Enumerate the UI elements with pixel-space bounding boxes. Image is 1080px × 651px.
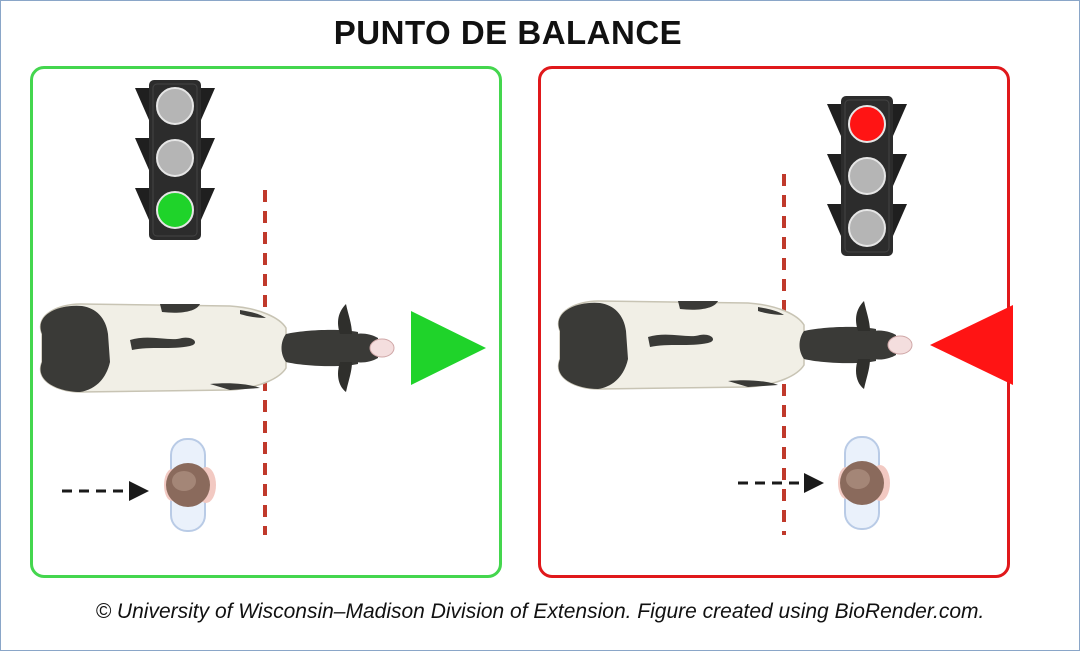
traffic-light-icon <box>826 95 908 257</box>
cow-icon <box>39 303 395 393</box>
traffic-light-middle-off <box>156 139 194 177</box>
traffic-light-bottom-off <box>848 209 886 247</box>
traffic-light-icon <box>134 79 216 241</box>
handler-icon <box>837 436 891 530</box>
traffic-light-top-off <box>156 87 194 125</box>
handler-approach-arrow-icon <box>62 481 149 501</box>
copyright-caption: © University of Wisconsin–Madison Divisi… <box>95 600 985 623</box>
cow-icon <box>557 300 913 390</box>
traffic-light-bottom-green <box>156 191 194 229</box>
handler-approach-arrow-icon <box>738 473 824 493</box>
forward-arrow-icon <box>411 311 486 385</box>
figure-title: PUNTO DE BALANCE <box>333 14 683 51</box>
backward-arrow-icon <box>930 305 1013 385</box>
traffic-light-middle-off <box>848 157 886 195</box>
handler-icon <box>163 438 217 532</box>
traffic-light-top-red <box>848 105 886 143</box>
